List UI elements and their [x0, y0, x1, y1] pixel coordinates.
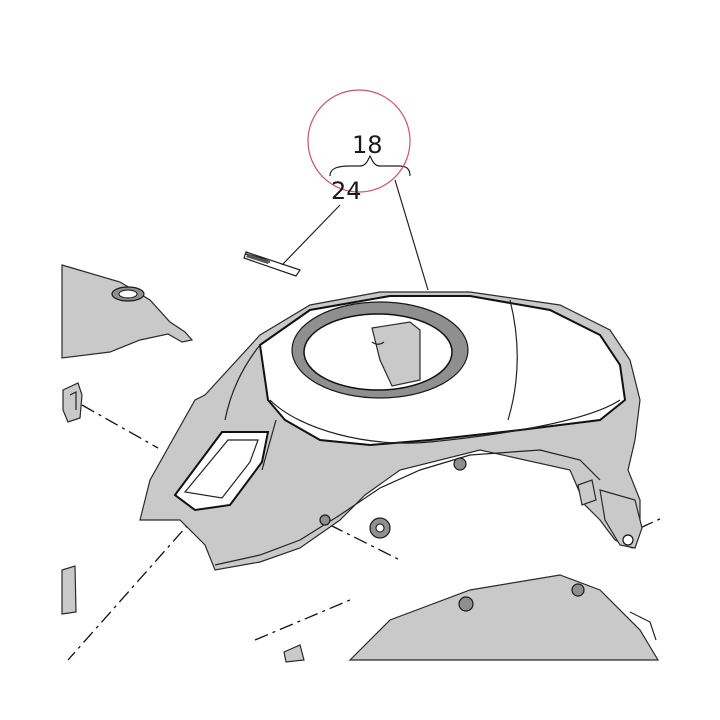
- bottom-right-fragment: [348, 574, 660, 661]
- left-clip: [62, 382, 83, 423]
- assembly-lines: [67, 404, 663, 661]
- decal-strip: [243, 251, 301, 277]
- left-lower-fragment: [61, 565, 77, 615]
- side-window: [173, 431, 270, 512]
- right-clip: [577, 479, 597, 506]
- callout-24: 24: [331, 177, 362, 205]
- lower-clip: [283, 644, 305, 663]
- tank-cover: [139, 291, 643, 571]
- leader-1: [261, 419, 277, 471]
- leader-24: [281, 204, 341, 266]
- left-upper-bracket: [61, 264, 194, 359]
- leader-18: [394, 179, 429, 291]
- callout-18: 18: [352, 131, 383, 159]
- highlight-circle: [307, 89, 411, 193]
